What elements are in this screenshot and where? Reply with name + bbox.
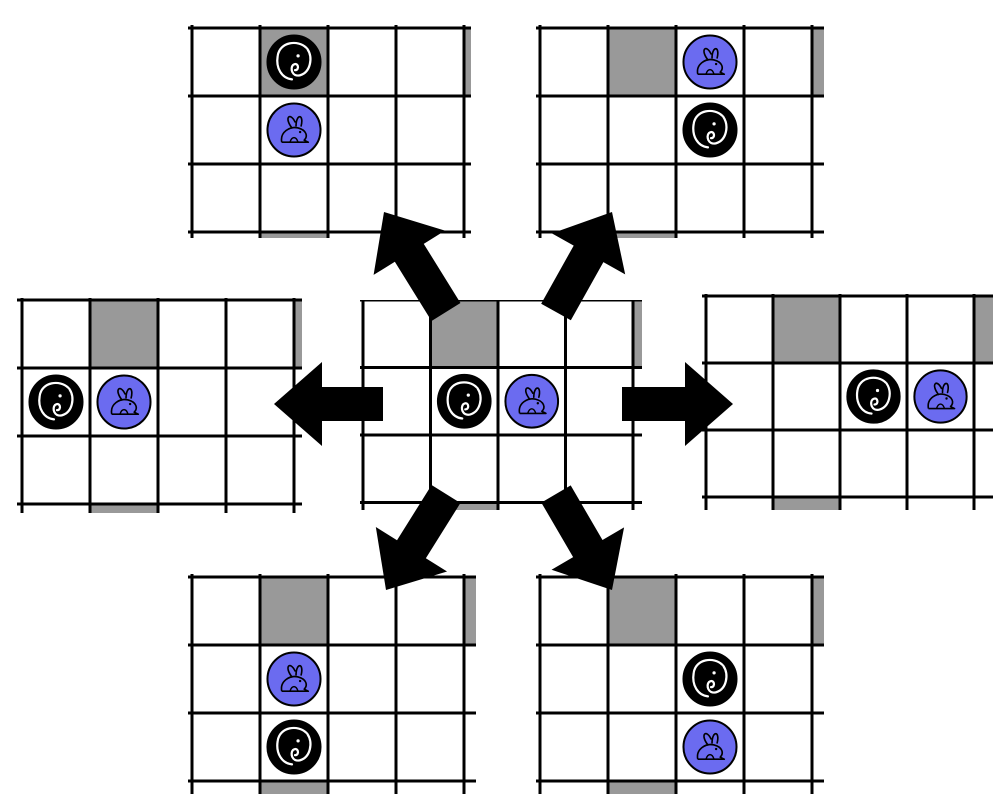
arrows-layer [274, 212, 733, 590]
rabbit-icon [913, 369, 968, 424]
shaded-cell [773, 296, 840, 363]
elephant-icon [28, 374, 84, 430]
board-left [17, 298, 302, 513]
rabbit-icon [266, 651, 322, 707]
elephant-icon [682, 102, 738, 158]
shaded-cell [260, 781, 328, 794]
arrow-bottom-left [375, 484, 461, 590]
shaded-cell [260, 232, 328, 238]
shaded-cell [812, 28, 824, 96]
elephant-icon [436, 373, 492, 429]
shaded-cell [608, 781, 676, 794]
board-bottom-right [536, 574, 824, 794]
shaded-cell [464, 28, 471, 96]
rabbit-icon [682, 719, 738, 775]
board-top-right [536, 25, 824, 238]
arrow-right [622, 362, 733, 446]
board-bottom-left [188, 574, 476, 794]
shaded-cell [633, 300, 642, 368]
elephant-icon [266, 719, 322, 775]
shaded-cell [260, 577, 328, 645]
shaded-cell [430, 502, 498, 510]
board-center [360, 300, 642, 510]
board-right [702, 294, 993, 510]
arrow-top-right [541, 212, 626, 321]
shaded-cell [608, 28, 676, 96]
shaded-cell [608, 232, 676, 238]
arrow-top-left [373, 212, 461, 321]
arrow-left [274, 362, 383, 446]
arrow-bottom-right [541, 485, 625, 590]
shaded-cell [90, 300, 158, 368]
elephant-icon [266, 34, 322, 90]
boards-layer [17, 25, 993, 794]
rabbit-icon [682, 34, 738, 90]
shaded-cell [608, 577, 676, 645]
board-top-left [188, 25, 471, 238]
rabbit-icon [266, 102, 322, 158]
elephant-icon [682, 651, 738, 707]
shaded-cell [773, 497, 840, 510]
shaded-cell [294, 300, 302, 368]
rabbit-icon [504, 373, 560, 429]
shaded-cell [974, 296, 993, 363]
shaded-cell [812, 577, 824, 645]
elephant-icon [846, 369, 901, 424]
shaded-cell [90, 504, 158, 513]
rabbit-icon [96, 374, 152, 430]
shaded-cell [464, 577, 476, 645]
